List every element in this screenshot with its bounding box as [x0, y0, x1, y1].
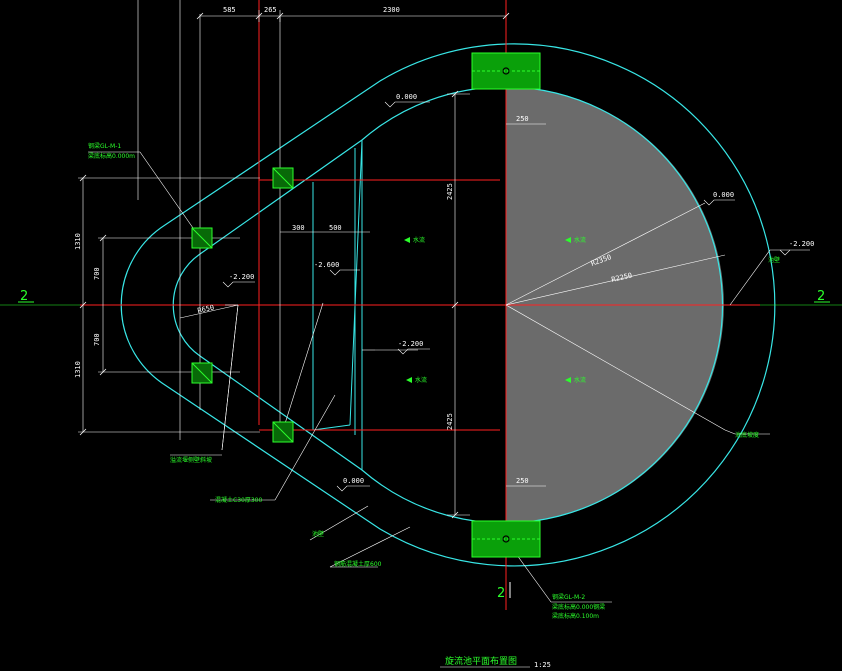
- beam2-name: 钢梁GL-M-2: [552, 593, 585, 601]
- dim-585: 585: [223, 6, 236, 14]
- level-center: -2.200: [398, 340, 423, 348]
- dim-700-bottom: 700: [93, 333, 101, 346]
- dim-2425-bottom: 2425: [446, 413, 454, 430]
- level-right-outer: -2.200: [789, 240, 814, 248]
- wall-note: 池壁: [768, 256, 780, 264]
- level-right: 0.000: [713, 191, 734, 199]
- flow-label-3: 水流: [415, 376, 427, 384]
- dimension-lines: [78, 0, 810, 668]
- beam1-name: 钢梁GL-M-1: [88, 142, 121, 150]
- dim-250-bottom: 250: [516, 477, 529, 485]
- center-lines: [0, 0, 842, 610]
- inner-wall-outline: [172, 86, 724, 524]
- drawing-scale: 1:25: [534, 661, 551, 669]
- dim-500: 500: [329, 224, 342, 232]
- dim-2425-top: 2425: [446, 183, 454, 200]
- radius-650: R650: [197, 304, 215, 315]
- level-top: 0.000: [396, 93, 417, 101]
- dim-700-top: 700: [93, 267, 101, 280]
- flow-label-4: 水流: [574, 376, 586, 384]
- dimension-ticks: [79, 12, 510, 519]
- flow-label-1: 水流: [413, 236, 425, 244]
- section-mark-bottom: 2: [497, 586, 505, 601]
- flow-arrows: [404, 237, 571, 383]
- concrete-note: 混凝土C30厚300: [215, 496, 262, 504]
- level-left: -2.200: [229, 273, 254, 281]
- slope-note: 溢流堰侧壁斜坡: [170, 456, 212, 464]
- beam2-spec1: 梁底标高0.000钢梁: [552, 603, 605, 611]
- steel-beam-blocks: [191, 52, 541, 558]
- slab-note: 钢筋混凝土厚600: [334, 560, 382, 568]
- floor-slope-note: 池底坡度: [735, 431, 759, 439]
- drawing-title: 旋流池平面布置图: [445, 655, 517, 667]
- outer-wall-outline: [120, 43, 776, 567]
- weir-lines: [312, 139, 363, 470]
- level-bottom: 0.000: [343, 477, 364, 485]
- dim-1310-top: 1310: [74, 233, 82, 250]
- outer-wall-note: 池壁: [312, 530, 324, 538]
- section-mark-right: 2: [817, 289, 825, 304]
- dim-265: 265: [264, 6, 277, 14]
- beam1-spec: 梁底标高0.000m: [88, 152, 135, 160]
- flow-label-2: 水流: [574, 236, 586, 244]
- dim-250-top: 250: [516, 115, 529, 123]
- beam2-spec2: 梁底标高0.100m: [552, 612, 599, 620]
- dim-300: 300: [292, 224, 305, 232]
- section-mark-left: 2: [20, 289, 28, 304]
- level-mid: -2.600: [314, 261, 339, 269]
- dim-2300: 2300: [383, 6, 400, 14]
- dim-1310-bottom: 1310: [74, 361, 82, 378]
